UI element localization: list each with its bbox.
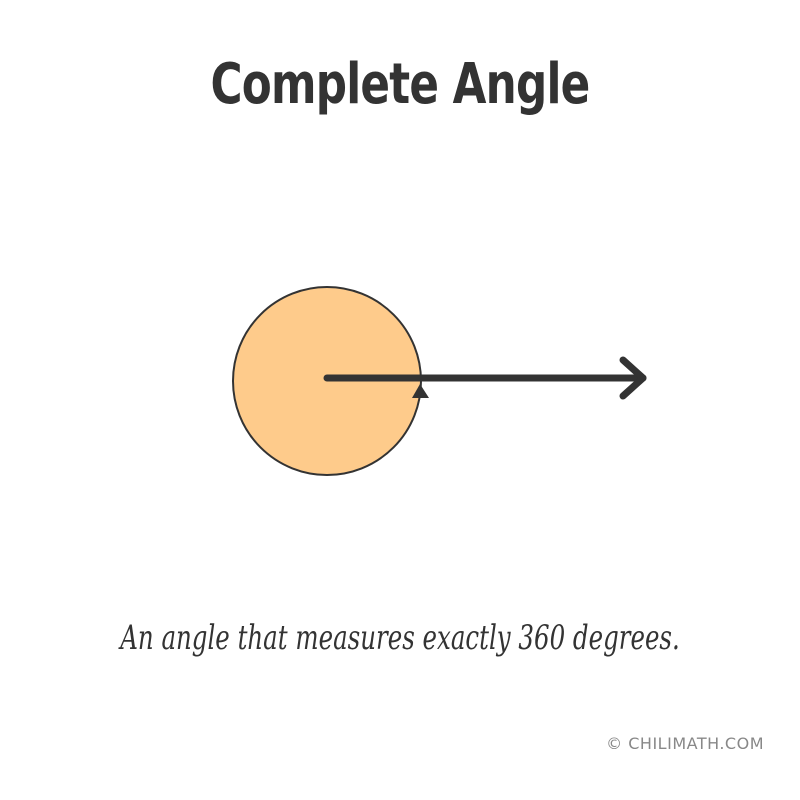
copyright-credit: © CHILIMATH.COM (606, 734, 764, 753)
ray-arrowhead-icon (619, 356, 647, 400)
page-title: Complete Angle (210, 52, 590, 117)
definition-caption: An angle that measures exactly 360 degre… (120, 618, 680, 658)
rotation-arrow-icon (412, 384, 429, 398)
